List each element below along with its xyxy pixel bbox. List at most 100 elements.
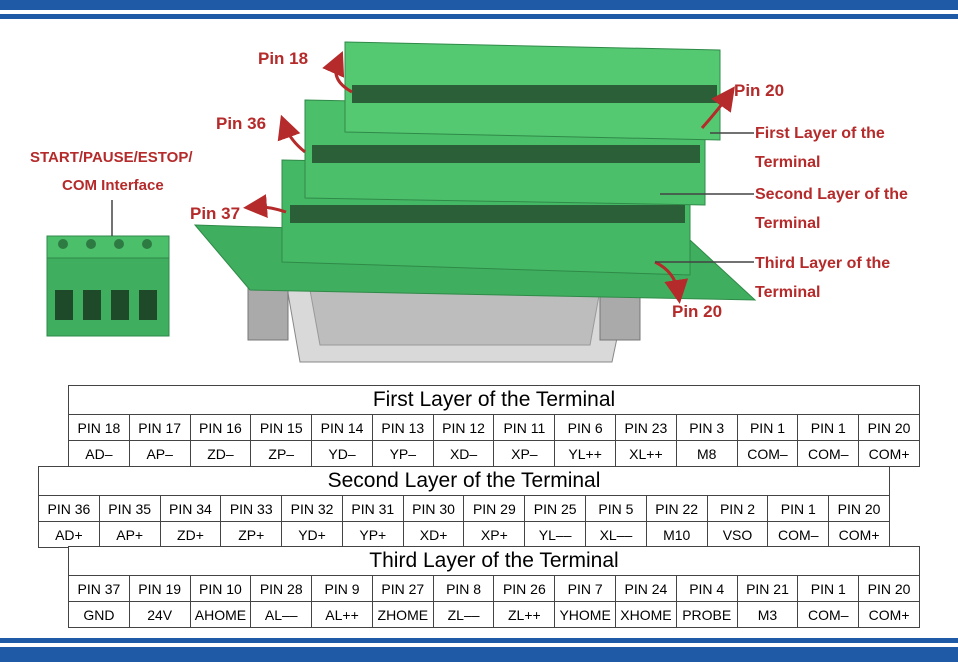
pin-cell: PIN 33 bbox=[220, 495, 283, 522]
pin-cell: PIN 30 bbox=[402, 495, 465, 522]
pin-cell: PIN 20 bbox=[858, 414, 920, 441]
pin-cell: PIN 1 bbox=[797, 414, 860, 441]
pin-cell: PIN 9 bbox=[311, 575, 373, 602]
signal-cell: COM– bbox=[797, 440, 860, 467]
pin-cell: PIN 24 bbox=[615, 575, 677, 602]
pin18-arrow bbox=[322, 51, 353, 94]
pin-cell: PIN 17 bbox=[128, 414, 191, 441]
pin36-arrow bbox=[277, 114, 306, 154]
signal-cell: ZP– bbox=[250, 440, 313, 467]
small-4pin-terminal bbox=[46, 235, 170, 337]
pin-cell: PIN 18 bbox=[68, 414, 130, 441]
pin-cell: PIN 13 bbox=[371, 414, 434, 441]
signal-cell: 24V bbox=[128, 601, 191, 628]
pin-cell: PIN 37 bbox=[68, 575, 130, 602]
pin37-arrow bbox=[243, 194, 287, 219]
signal-cell: AHOME bbox=[189, 601, 252, 628]
pin-cell: PIN 11 bbox=[493, 414, 556, 441]
second-layer-label-line2: Terminal bbox=[755, 215, 821, 232]
signal-cell: GND bbox=[68, 601, 130, 628]
signal-cell: ZD– bbox=[189, 440, 252, 467]
second-layer-label-line1: Second Layer of the bbox=[755, 186, 908, 203]
start-pause-label-line2: COM Interface bbox=[62, 177, 164, 194]
pin-cell: PIN 8 bbox=[432, 575, 495, 602]
signal-cell: XD– bbox=[432, 440, 495, 467]
pin-cell: PIN 2 bbox=[706, 495, 769, 522]
bottom-stripe-thick bbox=[0, 647, 958, 662]
pin-cell: PIN 31 bbox=[341, 495, 404, 522]
pin-cell: PIN 15 bbox=[250, 414, 313, 441]
pin-cell: PIN 34 bbox=[159, 495, 222, 522]
pin-cell: PIN 29 bbox=[463, 495, 526, 522]
top-stripe-thin bbox=[0, 14, 958, 19]
signal-cell: COM+ bbox=[858, 440, 920, 467]
start-pause-label-line1: START/PAUSE/ESTOP/ bbox=[30, 149, 193, 166]
pin-cell: PIN 14 bbox=[311, 414, 373, 441]
pin-cell: PIN 35 bbox=[98, 495, 161, 522]
signal-cell: AL++ bbox=[311, 601, 373, 628]
signal-cell: AP+ bbox=[98, 521, 161, 548]
first-layer-label-line2: Terminal bbox=[755, 154, 821, 171]
signal-cell: M8 bbox=[675, 440, 738, 467]
pin20-top-arrow bbox=[700, 86, 735, 129]
signal-cell: AL–– bbox=[250, 601, 313, 628]
pin-cell: PIN 12 bbox=[432, 414, 495, 441]
third-layer-title: Third Layer of the Terminal bbox=[68, 546, 920, 576]
signal-cell: YL++ bbox=[554, 440, 617, 467]
second-layer-title: Second Layer of the Terminal bbox=[38, 466, 890, 496]
signal-cell: XHOME bbox=[615, 601, 677, 628]
terminal-layer-1 bbox=[344, 41, 721, 141]
first-layer-title: First Layer of the Terminal bbox=[68, 385, 920, 415]
signal-cell: ZHOME bbox=[371, 601, 434, 628]
bottom-stripe-thin bbox=[0, 638, 958, 643]
pin-cell: PIN 7 bbox=[554, 575, 617, 602]
signal-cell: COM+ bbox=[828, 521, 890, 548]
pin-cell: PIN 3 bbox=[675, 414, 738, 441]
signal-cell: ZD+ bbox=[159, 521, 222, 548]
pin-cell: PIN 6 bbox=[554, 414, 617, 441]
pin-cell: PIN 19 bbox=[128, 575, 191, 602]
signal-cell: ZL++ bbox=[493, 601, 556, 628]
signal-cell: XP– bbox=[493, 440, 556, 467]
signal-cell: YP– bbox=[371, 440, 434, 467]
pin-cell: PIN 16 bbox=[189, 414, 252, 441]
signal-cell: XD+ bbox=[402, 521, 465, 548]
signal-cell: YD– bbox=[311, 440, 373, 467]
signal-cell: XL++ bbox=[615, 440, 677, 467]
signal-cell: COM– bbox=[767, 521, 830, 548]
pin-cell: PIN 10 bbox=[189, 575, 252, 602]
signal-cell: XP+ bbox=[463, 521, 526, 548]
top-stripe-thick bbox=[0, 0, 958, 10]
signal-cell: COM– bbox=[797, 601, 860, 628]
first-layer-label-line1: First Layer of the bbox=[755, 125, 885, 142]
signal-cell: COM– bbox=[736, 440, 799, 467]
pin36-label: Pin 36 bbox=[216, 114, 267, 133]
pin-cell: PIN 27 bbox=[371, 575, 434, 602]
signal-cell: M10 bbox=[645, 521, 708, 548]
pin-cell: PIN 1 bbox=[736, 414, 799, 441]
signal-cell: AD– bbox=[68, 440, 130, 467]
signal-cell: ZP+ bbox=[220, 521, 283, 548]
pin-cell: PIN 22 bbox=[645, 495, 708, 522]
signal-cell: ZL–– bbox=[432, 601, 495, 628]
terminal-block-illustration bbox=[46, 41, 757, 363]
pin-cell: PIN 1 bbox=[767, 495, 830, 522]
third-layer-label-line2: Terminal bbox=[755, 284, 821, 301]
pin-cell: PIN 4 bbox=[675, 575, 738, 602]
pin-cell: PIN 20 bbox=[858, 575, 920, 602]
pin20-top-label: Pin 20 bbox=[734, 81, 785, 100]
pin-cell: PIN 32 bbox=[281, 495, 343, 522]
signal-cell: AD+ bbox=[38, 521, 100, 548]
pin-cell: PIN 28 bbox=[250, 575, 313, 602]
pin-cell: PIN 21 bbox=[736, 575, 799, 602]
pin18-label: Pin 18 bbox=[258, 49, 309, 68]
